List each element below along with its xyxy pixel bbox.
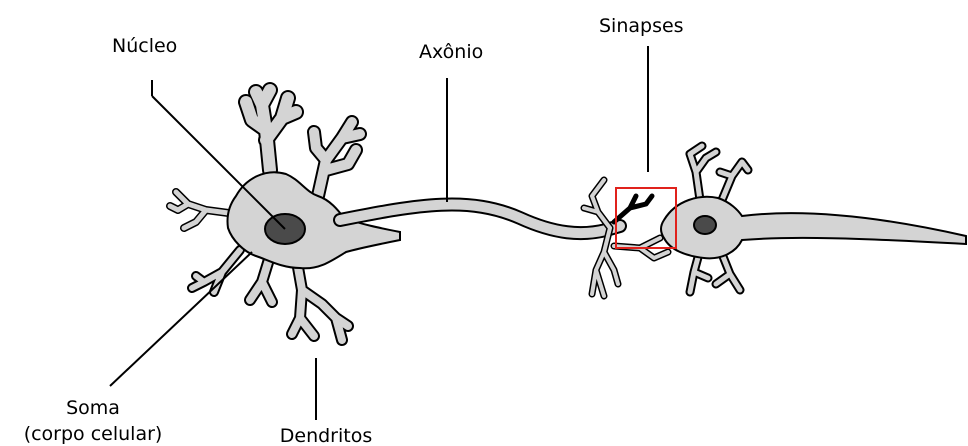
terminal-branch <box>614 196 652 222</box>
label-soma-subtitle: (corpo celular) <box>24 423 163 445</box>
nucleus-2 <box>694 216 716 234</box>
neuron-2 <box>661 146 966 292</box>
soma-leader-line <box>110 252 252 386</box>
label-axon: Axônio <box>419 41 483 63</box>
label-soma: Soma <box>66 397 120 419</box>
label-synapses: Sinapses <box>599 15 684 37</box>
label-nucleus: Núcleo <box>112 35 177 57</box>
label-dendrites: Dendritos <box>280 425 373 446</box>
